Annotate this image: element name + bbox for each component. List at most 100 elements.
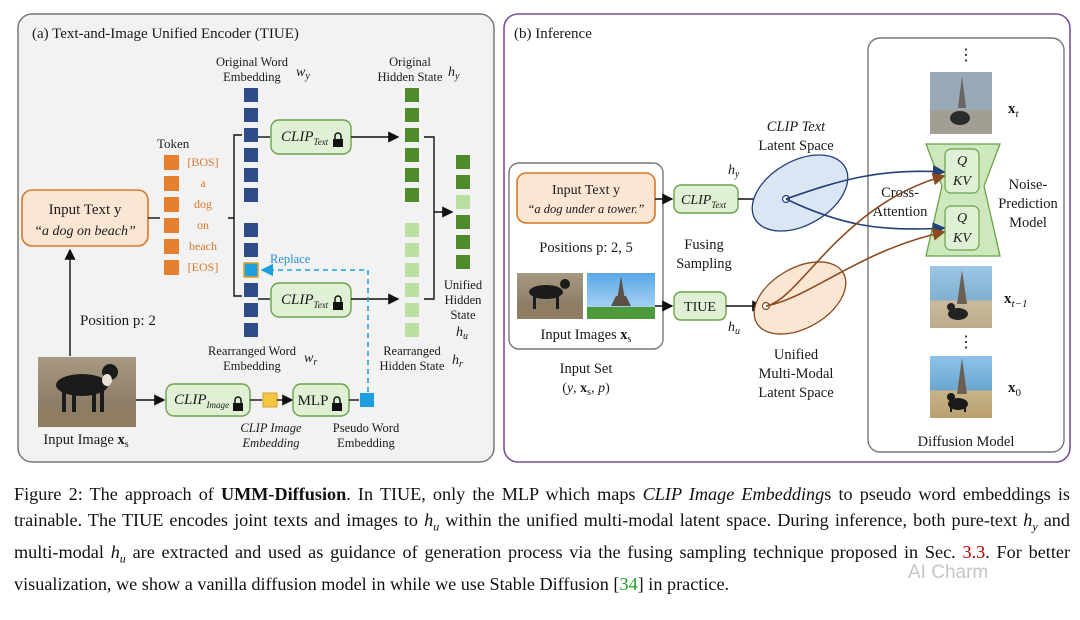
input-text-value: “a dog on beach” <box>34 224 136 239</box>
caption-text: while we use Stable Diffusion [ <box>389 573 620 594</box>
token-text: on <box>197 218 209 232</box>
unified-latent-label: Latent Space <box>758 385 833 401</box>
token-square <box>164 155 179 170</box>
orig-hidden-label: Hidden State <box>378 70 443 84</box>
panel-a: (a) Text-and-Image Unified Encoder (TIUE… <box>17 13 495 463</box>
caption-math-hu: hu <box>110 541 126 566</box>
lock-icon <box>332 396 342 411</box>
image-x0 <box>930 356 992 418</box>
ellipsis-bottom: ⋮ <box>958 334 974 351</box>
clip-text-latent-ellipse <box>751 154 849 232</box>
image-xt <box>930 72 992 134</box>
watermark: AI Charm <box>908 562 989 583</box>
unified-latent-label: Multi-Modal <box>759 366 834 382</box>
clip-text-label: CLIPText <box>281 292 329 310</box>
rearranged-hidden-symbol: hr <box>452 353 463 370</box>
token-column: [BOS] a dog on beach [EOS] <box>164 155 219 275</box>
input-set-tuple: (y, xs, p) <box>562 381 610 398</box>
token-square <box>164 176 179 191</box>
unified-hidden-label: Hidden <box>445 293 483 307</box>
fusing-sampling-label: Fusing <box>684 237 724 253</box>
figure-caption: Figure 2: The approach of UMM-Diffusion.… <box>14 482 1070 597</box>
caption-method: UMM-Diffusion <box>220 484 347 504</box>
caption-math-hy: hy <box>1023 509 1038 534</box>
caption-section-link[interactable]: 3.3 <box>962 541 986 562</box>
token-text: beach <box>189 239 217 253</box>
token-text: a <box>200 176 206 190</box>
input-text-title-b: Input Text y <box>552 183 620 198</box>
token-square <box>164 239 179 254</box>
rearranged-hidden-column <box>405 223 419 337</box>
caption-math-hu: hu <box>424 509 440 534</box>
token-text: [EOS] <box>188 260 219 274</box>
orig-hidden-column <box>405 88 419 202</box>
pseudo-word-label: Pseudo Word <box>333 421 400 435</box>
input-image-tower <box>587 273 655 319</box>
pseudo-word-label: Embedding <box>337 436 395 450</box>
clip-text-encoder-bottom <box>270 282 352 318</box>
q-label: Q <box>957 154 967 169</box>
position-label: Position p: 2 <box>80 313 156 329</box>
input-images-label: Input Images xs <box>541 327 632 345</box>
ellipsis-top: ⋮ <box>958 47 974 64</box>
caption-text: . In TIUE, only the MLP which maps <box>346 484 643 504</box>
unified-hidden-column <box>456 155 470 269</box>
noise-pred-label: Model <box>1009 215 1047 231</box>
token-square <box>164 197 179 212</box>
panel-a-frame <box>17 13 495 463</box>
clip-text-label-b: CLIPText <box>681 193 727 210</box>
caption-figure-no: Figure 2: The approach of <box>14 484 221 504</box>
pseudo-word-square <box>360 393 374 407</box>
caption-citation-link[interactable]: 34 <box>619 573 638 594</box>
xt-label: xt <box>1008 101 1020 120</box>
token-square <box>164 260 179 275</box>
positions-label: Positions p: 2, 5 <box>539 240 632 256</box>
replace-label: Replace <box>270 252 311 266</box>
fusing-sampling-label: Sampling <box>676 256 732 272</box>
rearranged-word-emb-column <box>243 223 259 337</box>
lock-icon <box>233 396 243 411</box>
unified-latent-ellipse <box>753 261 847 335</box>
unified-hidden-label: Unified <box>444 278 483 292</box>
caption-text: within the unified multi-modal latent sp… <box>439 509 1024 530</box>
clip-image-embedding-square <box>262 392 278 408</box>
orig-word-emb-column <box>244 88 258 202</box>
noise-pred-label: Prediction <box>998 196 1058 212</box>
figure-diagram: (a) Text-and-Image Unified Encoder (TIUE… <box>17 13 1071 463</box>
caption-text: and multi-modal <box>14 509 1070 562</box>
mlp-label: MLP <box>298 393 329 409</box>
caption-text: . For better visualization, we show a va… <box>14 541 1070 594</box>
rearranged-word-label: Rearranged Word <box>208 344 297 358</box>
panel-b-title: (b) Inference <box>514 26 592 42</box>
lock-icon <box>333 295 343 310</box>
q-label: Q <box>957 211 967 226</box>
token-label: Token <box>157 136 190 151</box>
orig-word-emb-label: Embedding <box>223 70 281 84</box>
rearranged-hidden-label: Hidden State <box>380 359 445 373</box>
caption-text: s to pseudo word embeddings is trainable… <box>14 484 1070 530</box>
unified-hidden-label: State <box>451 308 476 322</box>
x0-label: x0 <box>1008 380 1022 399</box>
lock-icon <box>333 132 343 147</box>
orig-word-emb-label: Original Word <box>216 55 289 69</box>
cross-attention-label: Attention <box>873 204 929 220</box>
input-set-label: Input Set <box>560 361 613 377</box>
kv-label: KV <box>952 174 972 189</box>
diffusion-model-label: Diffusion Model <box>918 434 1015 450</box>
tiue-label: TIUE <box>684 300 716 315</box>
input-text-box-b <box>516 172 656 224</box>
panel-b: (b) Inference Input Text y “a dog under … <box>503 13 1071 463</box>
orig-hidden-label: Original <box>389 55 431 69</box>
caption-text: are extracted and used as guidance of ge… <box>125 541 963 562</box>
clip-image-label: CLIPImage <box>174 392 229 410</box>
rearranged-word-label: Embedding <box>223 359 281 373</box>
input-text-title: Input Text y <box>49 202 122 218</box>
input-image-dog-b <box>517 273 583 319</box>
clip-image-emb-label: Embedding <box>242 436 300 450</box>
unified-latent-label: Unified <box>774 347 819 363</box>
clip-image-emb-label: CLIP Image <box>240 421 302 435</box>
input-image-label: Input Image xs <box>43 432 128 450</box>
token-square <box>164 218 179 233</box>
noise-pred-label: Noise- <box>1009 177 1048 193</box>
input-image-dog <box>38 357 136 427</box>
